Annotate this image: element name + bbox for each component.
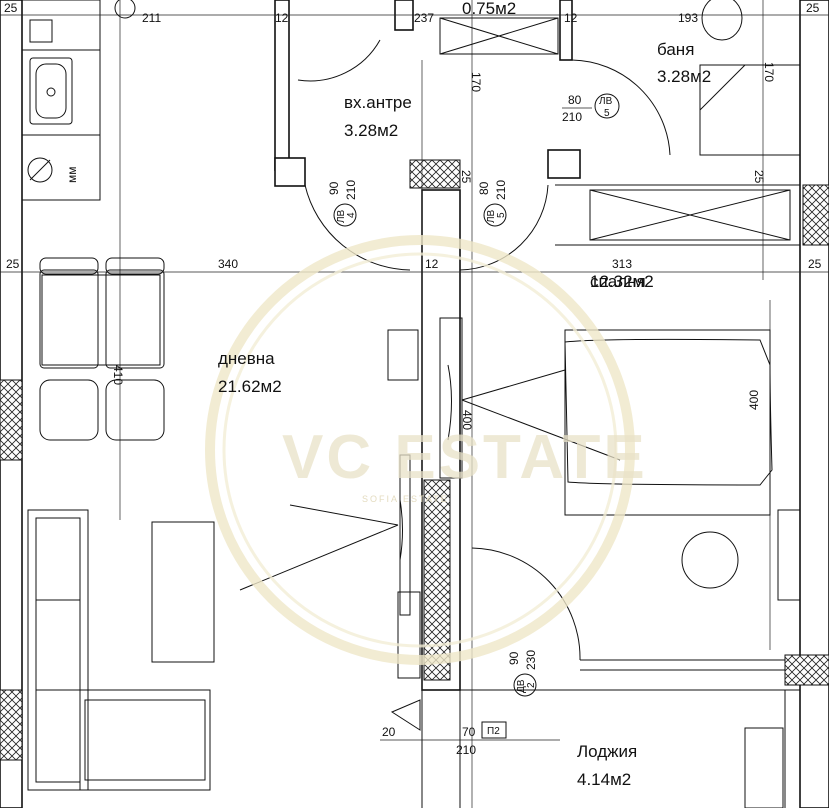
dim-25-right: 25 <box>808 257 822 271</box>
dim-237: 237 <box>414 11 434 25</box>
svg-text:80: 80 <box>477 181 491 195</box>
bedroom-name: спалня <box>590 272 646 291</box>
entry-area: 3.28м2 <box>344 121 398 140</box>
svg-text:ДВ: ДВ <box>516 679 527 693</box>
dim-25-vert-a: 25 <box>459 170 473 184</box>
living-area: 21.62м2 <box>218 377 282 396</box>
top-room-area: 0.75м2 <box>462 0 516 18</box>
svg-text:230: 230 <box>524 650 538 670</box>
door-swings <box>297 39 671 661</box>
svg-text:5: 5 <box>604 108 610 119</box>
dining-table <box>39 257 165 441</box>
sofa <box>27 509 215 791</box>
tv-unit <box>239 329 421 679</box>
entry-name: вх.антре <box>344 93 412 112</box>
door-tag-entry: 90 210 ЛВ 4 <box>327 180 358 227</box>
dim-25-left: 25 <box>6 257 20 271</box>
dim-313: 313 <box>612 257 632 271</box>
dim-170-b: 170 <box>762 62 776 82</box>
bathroom-area: 3.28м2 <box>657 67 711 86</box>
watermark-brand: VC ESTATE <box>282 423 648 492</box>
svg-text:5: 5 <box>496 212 507 218</box>
loggia-name: Лоджия <box>577 742 637 761</box>
loggia-area: 4.14м2 <box>577 770 631 789</box>
dim-20: 20 <box>382 725 396 739</box>
svg-text:90: 90 <box>507 651 521 665</box>
bathroom-fixtures <box>439 0 801 241</box>
dim-211: 211 <box>142 11 161 25</box>
svg-text:2: 2 <box>526 682 537 688</box>
svg-text:210: 210 <box>562 110 582 124</box>
watermark-sub: SOFIA ESTATE <box>362 494 449 504</box>
bathroom-name: баня <box>657 40 694 59</box>
kitchen-fixtures <box>27 0 136 183</box>
dim-25-top-right: 25 <box>806 1 820 15</box>
dim-12-mid: 12 <box>425 257 439 271</box>
svg-text:ЛВ: ЛВ <box>336 209 347 223</box>
svg-text:210: 210 <box>494 180 508 200</box>
dim-70: 70 <box>462 725 476 739</box>
dim-12-top-b: 12 <box>564 11 578 25</box>
svg-text:ЛВ: ЛВ <box>486 209 497 223</box>
loggia-fixtures <box>390 699 784 808</box>
svg-text:ЛВ: ЛВ <box>599 96 613 107</box>
door-tag-mid: 80 210 ЛВ 5 <box>477 180 508 227</box>
dim-340: 340 <box>218 257 238 271</box>
svg-text:90: 90 <box>327 181 341 195</box>
dim-193: 193 <box>678 11 698 25</box>
watermark: VC ESTATE SOFIA ESTATE <box>205 235 648 665</box>
dim-400-left: 400 <box>460 410 474 430</box>
fridge-label: мм <box>65 167 79 184</box>
dim-25-vert-b: 25 <box>752 170 766 184</box>
dim-400-right: 400 <box>747 390 761 410</box>
door-tag-bedroom: 90 230 ДВ 2 <box>507 650 538 697</box>
door-tag-loggia: П2 <box>487 726 500 737</box>
bed <box>439 317 801 601</box>
svg-text:80: 80 <box>568 93 582 107</box>
svg-text:4: 4 <box>346 212 357 218</box>
dim-170-a: 170 <box>469 72 483 92</box>
living-name: дневна <box>218 349 275 368</box>
bedroom-area-text: 12.32м2 <box>590 272 654 291</box>
dim-12-top-a: 12 <box>275 11 289 25</box>
dim-410: 410 <box>111 365 125 385</box>
dim-210-loggia: 210 <box>456 743 476 757</box>
svg-text:210: 210 <box>344 180 358 200</box>
dim-25-top-left: 25 <box>4 1 18 15</box>
door-tag-top: 80 210 ЛВ 5 <box>562 93 620 124</box>
